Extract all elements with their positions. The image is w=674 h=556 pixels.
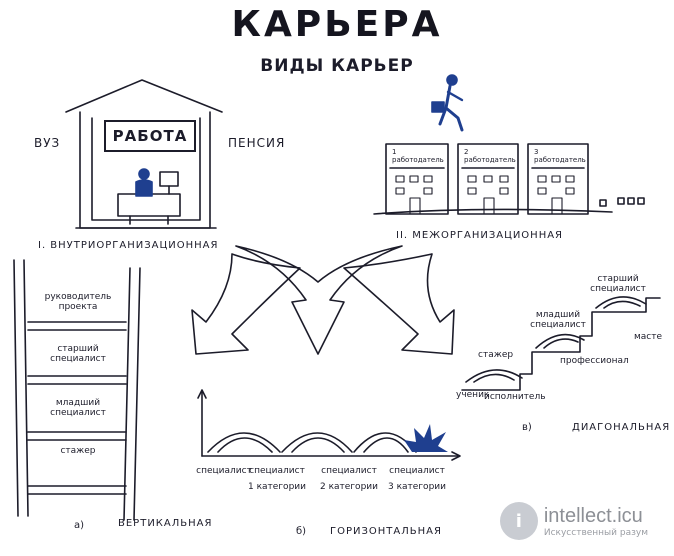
ladder-label-manager-2: проекта [58, 302, 98, 312]
ground-line [373, 208, 613, 215]
ink-splash [404, 424, 448, 452]
central-arrows [191, 245, 455, 355]
caption-diagonal: ДИАГОНАЛЬНАЯ [572, 422, 671, 433]
building-text-1: работодатель [392, 156, 444, 164]
vertical-letter: а) [74, 520, 85, 531]
diag-executor: исполнитель [484, 392, 546, 402]
diag-master: масте [634, 332, 663, 342]
caption-inter: II. МЕЖОРГАНИЗАЦИОННАЯ [396, 230, 564, 241]
diagonal-letter: в) [522, 422, 532, 433]
watermark-logo-icon: i [499, 502, 538, 540]
horizontal-stop-1: специалист 1 категории [246, 466, 308, 492]
ladder-label-intern-1: стажер [60, 446, 96, 456]
diag-intern: стажер [478, 350, 514, 360]
ladder-label-manager: руководитель проекта [34, 292, 122, 312]
horizontal-letter: б) [296, 526, 307, 537]
horizontal-stop-1-line2: 1 категории [248, 482, 306, 492]
diag-junior: младший специалист [528, 310, 588, 330]
label-pension: ПЕНСИЯ [228, 136, 286, 150]
walking-man [431, 74, 464, 132]
building-num-2: 2 [464, 148, 469, 156]
caption-horizontal: ГОРИЗОНТАЛЬНАЯ [330, 526, 442, 537]
ladder [13, 259, 141, 521]
building-label-1: 1 работодатель [392, 148, 444, 164]
diag-professional: профессионал [560, 356, 629, 366]
caption-vertical: ВЕРТИКАЛЬНАЯ [118, 518, 213, 529]
horizontal-stop-3: специалист 3 категории [386, 466, 448, 492]
diagonal-stairs [461, 296, 661, 391]
diag-senior-1: старший [597, 274, 639, 284]
ladder-label-manager-1: руководитель [44, 292, 112, 302]
building-label-3: 3 работодатель [534, 148, 586, 164]
page-subtitle: ВИДЫ КАРЬЕР [260, 56, 414, 76]
diag-junior-2: специалист [530, 320, 586, 330]
diag-junior-1: младший [535, 310, 581, 320]
horizontal-stop-2-line2: 2 категории [320, 482, 378, 492]
ladder-label-senior-2: специалист [50, 354, 106, 364]
watermark-main: intellect.icu [543, 504, 643, 527]
ladder-label-junior-1: младший [55, 398, 101, 408]
work-board: РАБОТА [104, 120, 196, 152]
horizontal-stop-3-line1: специалист [389, 466, 445, 476]
ladder-label-senior-1: старший [57, 344, 99, 354]
diag-senior-2: специалист [590, 284, 646, 294]
ladder-label-senior: старший специалист [34, 344, 122, 364]
diag-senior: старший специалист [588, 274, 648, 294]
horizontal-stop-2-line1: специалист [321, 466, 377, 476]
building-text-3: работодатель [534, 156, 586, 164]
horizontal-stop-0-line1: специалист [196, 466, 252, 476]
employer-buildings [385, 143, 645, 215]
worker-figure [135, 168, 153, 197]
building-label-2: 2 работодатель [464, 148, 516, 164]
ladder-label-intern: стажер [34, 446, 122, 456]
ladder-label-junior: младший специалист [34, 398, 122, 418]
ladder-label-junior-2: специалист [50, 408, 106, 418]
horizontal-stop-2: специалист 2 категории [318, 466, 380, 492]
horizontal-stop-3-line2: 3 категории [388, 482, 446, 492]
diag-student: ученик [456, 390, 490, 400]
caption-intra: I. ВНУТРИОРГАНИЗАЦИОННАЯ [38, 240, 219, 251]
horizontal-stop-0: специалист [196, 466, 252, 476]
horizontal-stop-1-line1: специалист [249, 466, 305, 476]
watermark-sub: Искусственный разум [543, 527, 648, 538]
building-text-2: работодатель [464, 156, 516, 164]
building-num-3: 3 [534, 148, 539, 156]
watermark[interactable]: i intellect.icu Искусственный разум [499, 502, 648, 540]
house-drawing [65, 79, 223, 229]
page-title: КАРЬЕРА [231, 4, 443, 45]
building-num-1: 1 [392, 148, 397, 156]
watermark-text: intellect.icu Искусственный разум [544, 505, 648, 538]
label-university: ВУЗ [34, 136, 61, 150]
